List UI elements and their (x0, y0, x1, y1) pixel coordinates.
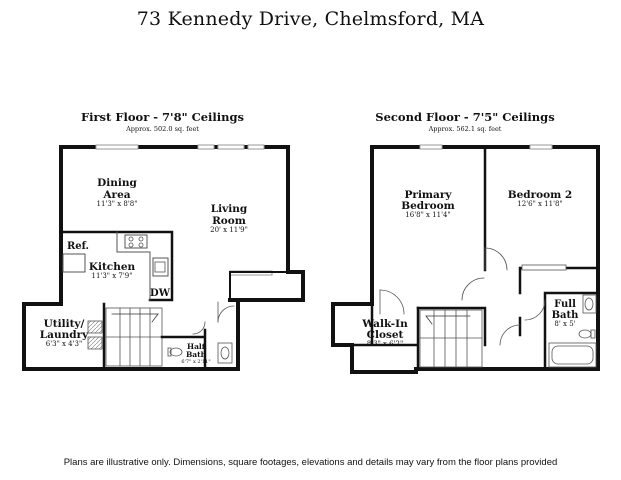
refrigerator-box (62, 253, 86, 273)
fullbath-dims: 8' x 5' (554, 320, 575, 328)
utility-hatch (87, 320, 103, 334)
kitchen-dims: 11'3" x 7'9" (92, 272, 133, 280)
disclaimer-text: Plans are illustrative only. Dimensions,… (63, 457, 558, 468)
halfbath-name-1: Half (187, 342, 206, 351)
primary-name-1: Primary (405, 189, 453, 201)
ref-label: Ref. (67, 241, 89, 252)
utility-name-2: Laundry (40, 329, 89, 341)
primary-name-2: Bedroom (401, 200, 455, 212)
plan-title: 73 Kennedy Drive, Chelmsford, MA (136, 8, 485, 30)
closet-wall (350, 302, 420, 371)
primary-dims: 16'8" x 11'4" (405, 211, 450, 219)
dw-label: DW (150, 288, 171, 299)
closet-dims: 8'3" x 6'2" (367, 340, 404, 348)
halfbath-name-2: Bath (186, 350, 207, 359)
closet-name-1: Walk-In (361, 318, 408, 330)
fullbath-name-2: Bath (552, 310, 580, 321)
second-floor-windows (419, 144, 553, 150)
bathtub-icon (548, 342, 597, 368)
second-floor-plan (331, 144, 600, 374)
bath-wall (518, 291, 600, 371)
stair-wall (416, 306, 487, 347)
living-dims: 20' x 11'9" (210, 226, 248, 234)
bedroom2-dims: 12'6" x 11'8" (517, 200, 562, 208)
utility-name-1: Utility/ (44, 318, 85, 330)
bedroom2-south-wall (518, 266, 600, 295)
living-name-1: Living (211, 203, 248, 215)
second-floor-heading: Second Floor - 7'5" Ceilings (375, 110, 555, 124)
utility-dims: 6'3" x 4'3" (46, 340, 83, 348)
first-floor-heading: First Floor - 7'8" Ceilings (80, 110, 245, 124)
second-floor-exterior-wall (331, 145, 600, 374)
first-floor-area: Approx. 502.0 sq. feet (126, 125, 199, 133)
cooktop-icon (124, 234, 148, 249)
first-floor-stairs (105, 307, 163, 367)
second-floor-header: Second Floor - 7'5" Ceilings Approx. 562… (360, 110, 570, 133)
dining-dims: 11'3" x 8'8" (97, 200, 138, 208)
living-name-2: Room (212, 215, 246, 227)
second-floor-area: Approx. 562.1 sq. feet (428, 125, 502, 133)
first-floor-header: First Floor - 7'8" Ceilings Approx. 502.… (60, 110, 265, 133)
bath-vanity-icon (582, 294, 597, 314)
half-bath-wall (160, 328, 207, 371)
second-floor-labels: Primary Bedroom 16'8" x 11'4" Bedroom 2 … (361, 189, 579, 348)
dining-name-1: Dining (97, 177, 137, 189)
fullbath-name-1: Full (554, 299, 576, 310)
kitchen-sink-icon (152, 257, 169, 277)
first-floor-labels: Dining Area 11'3" x 8'8" Living Room 20'… (40, 177, 248, 365)
toilet-icon (169, 347, 183, 357)
bedroom2-name: Bedroom 2 (508, 189, 573, 201)
toilet-icon-2 (578, 329, 592, 339)
closet-name-2: Closet (367, 329, 404, 341)
halfbath-dims: 6'7" x 2'11" (181, 359, 210, 365)
half-bath-sink-icon (217, 342, 233, 364)
kitchen-name: Kitchen (89, 261, 136, 273)
second-floor-stairs (419, 309, 483, 368)
dining-name-2: Area (102, 189, 130, 201)
first-floor-plan (22, 144, 305, 371)
